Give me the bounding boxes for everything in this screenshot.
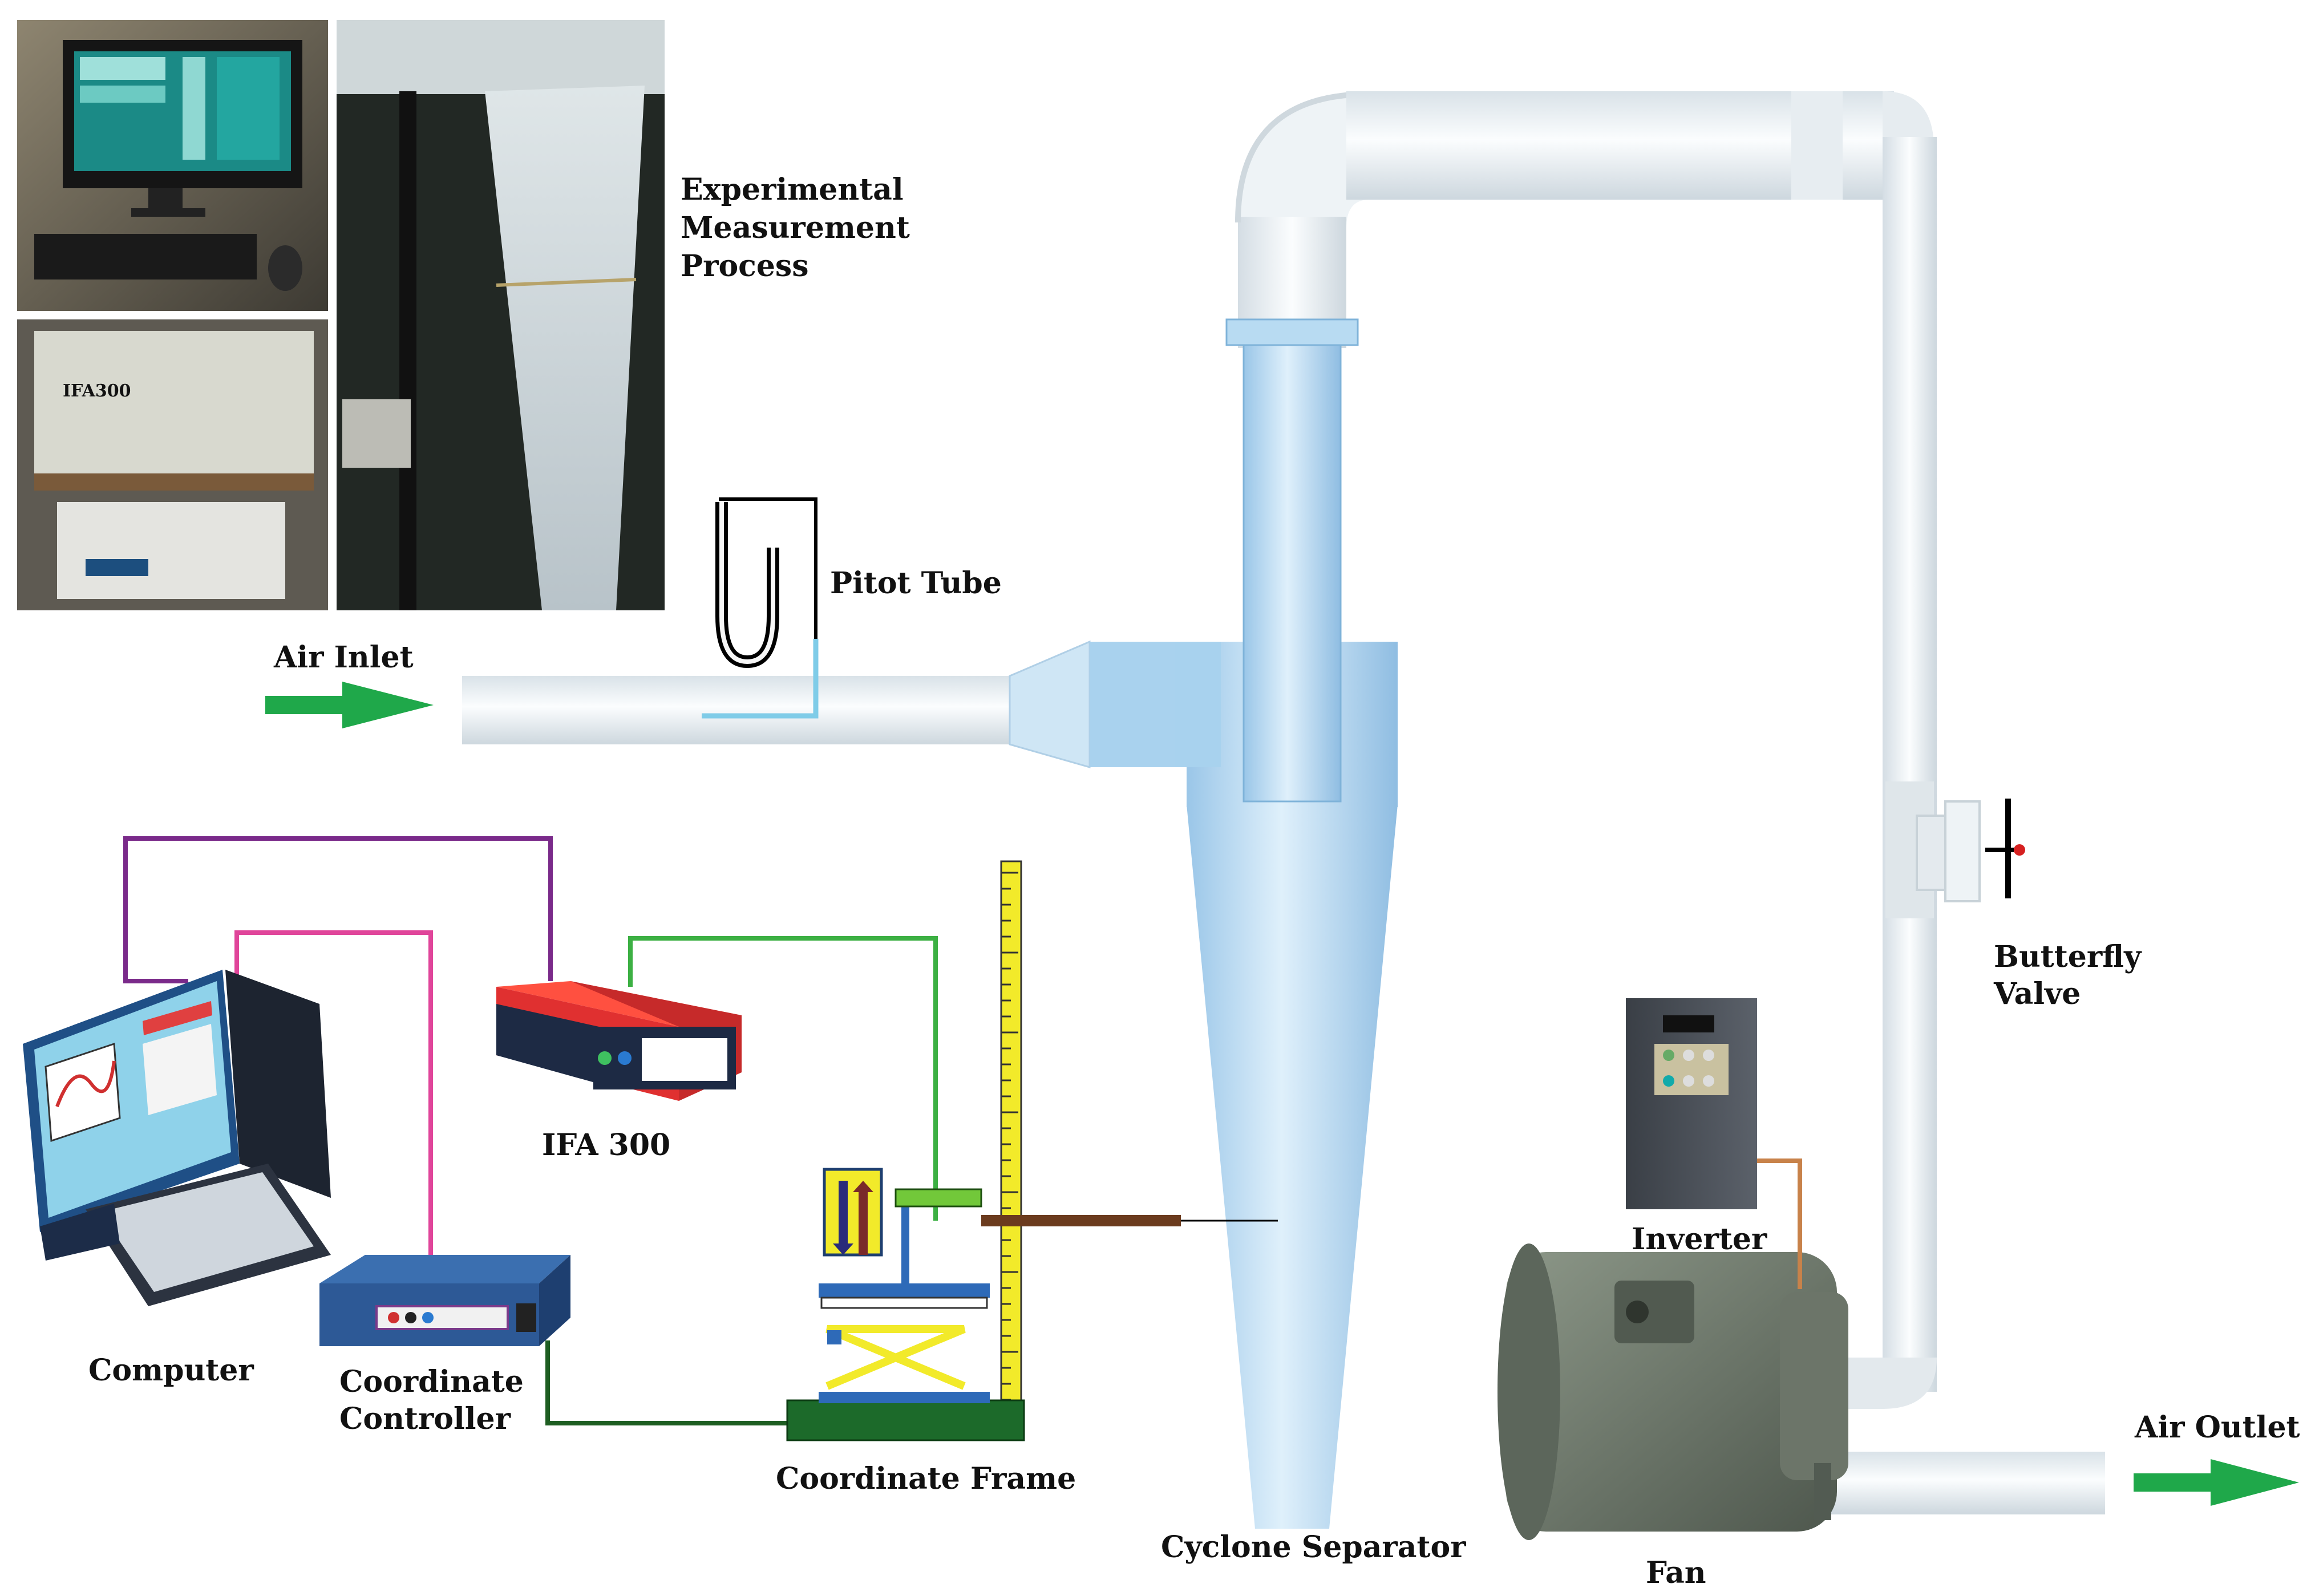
- frame-wire: [545, 1340, 787, 1425]
- photo-ifa-instrument: IFA300: [17, 319, 328, 610]
- ruler: [1000, 860, 1022, 1439]
- butterfly-valve: [1916, 799, 2025, 902]
- coordinate-frame: [786, 860, 1278, 1441]
- inverter: [1626, 998, 1757, 1209]
- computer-ifa-wire: [123, 836, 553, 983]
- butterfly-label-line1: Butterfly: [1994, 939, 2142, 974]
- ifa-label: IFA 300: [542, 1128, 670, 1162]
- cyclone-label: Cyclone Separator: [1161, 1530, 1466, 1565]
- controller-label-line1: Coordinate: [339, 1364, 524, 1399]
- butterfly-label-line2: Valve: [1993, 977, 2081, 1011]
- computer: [23, 970, 331, 1306]
- pitot-tube: [702, 497, 819, 719]
- experimental-label-line3: Process: [681, 249, 808, 283]
- ifa-panel-text: IFA300: [63, 381, 131, 401]
- air-inlet-arrow: [265, 682, 434, 728]
- photo-cyclone: [337, 20, 665, 610]
- computer-label: Computer: [88, 1353, 254, 1388]
- fan-label: Fan: [1646, 1556, 1706, 1590]
- coordinate-controller: [319, 1255, 570, 1346]
- hotwire-probe: [981, 1215, 1181, 1226]
- experimental-label-line1: Experimental: [681, 172, 904, 207]
- air-outlet-label: Air Outlet: [2134, 1410, 2300, 1445]
- controller-wire: [234, 930, 433, 1261]
- air-inlet-label: Air Inlet: [273, 640, 414, 675]
- photo-computer: [17, 20, 328, 311]
- air-outlet-arrow: [2134, 1459, 2299, 1506]
- photo-collage: IFA300: [17, 20, 665, 610]
- return-pipe: [1235, 91, 2105, 1514]
- pitot-tube-label: Pitot Tube: [830, 566, 1002, 601]
- inverter-label: Inverter: [1632, 1222, 1767, 1257]
- fan: [1498, 1243, 1848, 1540]
- coord-frame-label: Coordinate Frame: [776, 1461, 1076, 1496]
- ifa-300-unit: [496, 981, 742, 1101]
- inlet-pipe: [462, 640, 1198, 768]
- pitot-probe: [702, 639, 819, 719]
- experimental-label-line2: Measurement: [681, 210, 910, 245]
- cyclone-separator: [1175, 318, 1398, 1529]
- inverter-wire: [1757, 1158, 1802, 1289]
- valve-indicator-dot: [2014, 844, 2025, 856]
- ifa-probe-wire: [628, 936, 938, 1221]
- controller-label-line2: Controller: [339, 1401, 511, 1436]
